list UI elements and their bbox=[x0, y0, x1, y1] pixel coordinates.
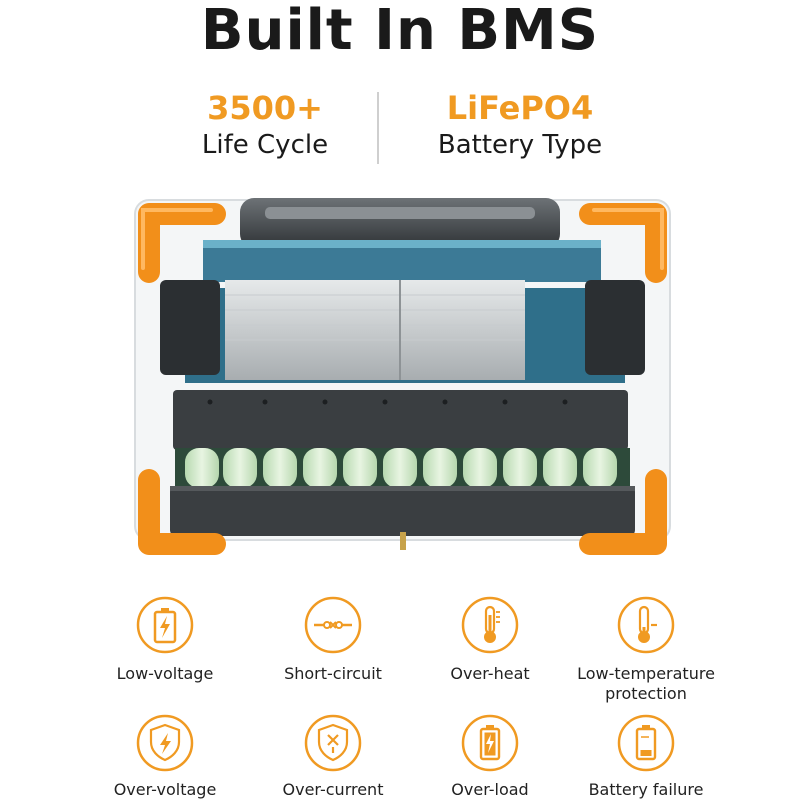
feature-over-voltage-label: Over-voltage bbox=[113, 780, 217, 799]
feature-short-circuit: Short-circuit bbox=[243, 595, 423, 684]
feature-low-temperature: Low-temperature protection bbox=[556, 595, 736, 704]
stat-cycle-label: Life Cycle bbox=[201, 130, 329, 160]
short-circuit-icon bbox=[304, 596, 362, 654]
stat-cycle: 3500+ Life Cycle bbox=[135, 88, 395, 162]
feature-over-heat: Over-heat bbox=[400, 595, 580, 684]
feature-short-circuit-label: Short-circuit bbox=[284, 664, 382, 683]
feature-over-voltage: Over-voltage bbox=[75, 713, 255, 800]
battery-lightning-icon bbox=[136, 596, 194, 654]
stat-divider bbox=[377, 92, 379, 164]
thermometer-hot-icon bbox=[461, 596, 519, 654]
feature-low-voltage-label: Low-voltage bbox=[116, 664, 214, 683]
feature-low-voltage: Low-voltage bbox=[75, 595, 255, 684]
stat-battery-type: LiFePO4 Battery Type bbox=[390, 88, 650, 162]
feature-over-current: Over-current bbox=[243, 713, 423, 800]
feature-over-load-label: Over-load bbox=[451, 780, 529, 799]
battery-full-icon bbox=[461, 714, 519, 772]
feature-battery-failure: Battery failure bbox=[556, 713, 736, 800]
stat-cycle-value: 3500+ bbox=[207, 89, 323, 127]
shield-lightning-icon bbox=[136, 714, 194, 772]
stat-battery-type-label: Battery Type bbox=[437, 130, 603, 160]
page-title: Built In BMS bbox=[200, 0, 600, 63]
feature-over-load: Over-load bbox=[400, 713, 580, 800]
power-station-image bbox=[134, 198, 671, 555]
thermometer-low-icon bbox=[617, 596, 675, 654]
stat-battery-type-value: LiFePO4 bbox=[446, 89, 594, 127]
feature-low-temperature-label: Low-temperature protection bbox=[577, 664, 715, 703]
feature-over-current-label: Over-current bbox=[282, 780, 384, 799]
feature-battery-failure-label: Battery failure bbox=[588, 780, 704, 799]
battery-low-icon bbox=[617, 714, 675, 772]
shield-current-icon bbox=[304, 714, 362, 772]
feature-over-heat-label: Over-heat bbox=[450, 664, 530, 683]
